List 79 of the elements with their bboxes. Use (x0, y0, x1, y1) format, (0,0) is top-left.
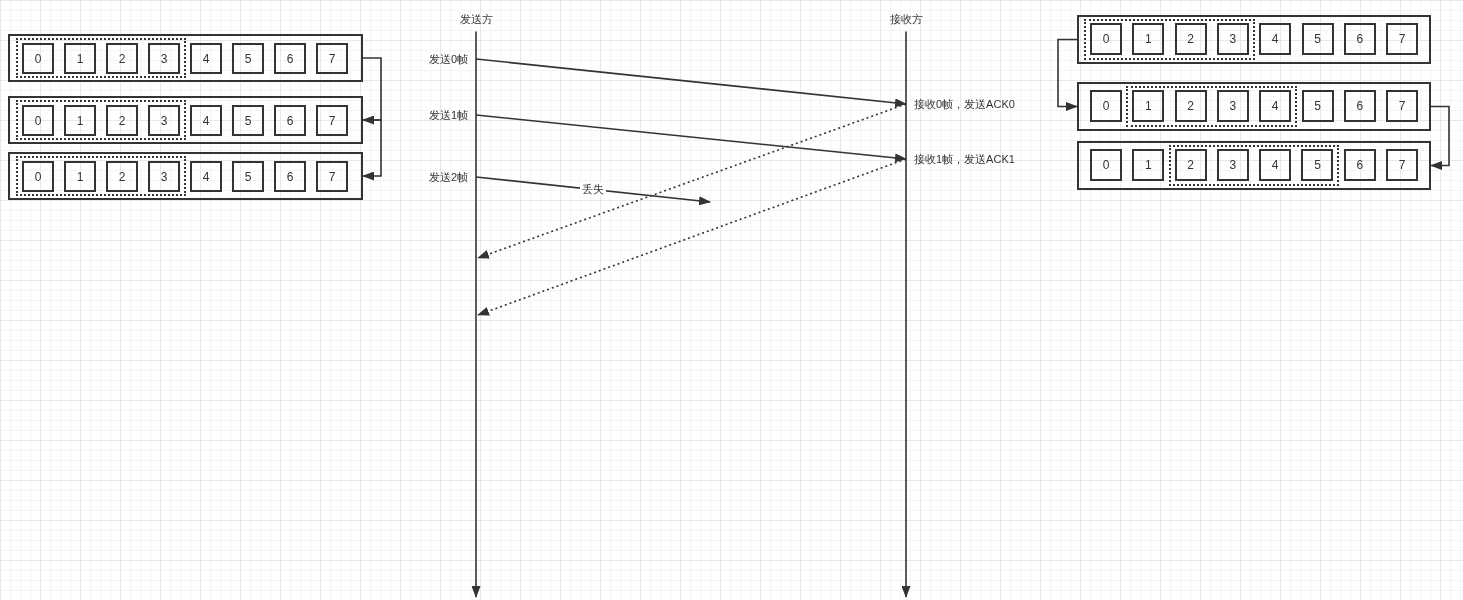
frame-number-cell: 1 (64, 43, 96, 74)
frame-number-cell: 0 (22, 43, 54, 74)
message-arrow (475, 114, 907, 163)
frame-number-cell: 3 (1216, 90, 1249, 122)
sliding-window-outline (1168, 145, 1340, 186)
frame-number-cell: 2 (1174, 23, 1207, 55)
frame-number-cell: 1 (1132, 90, 1165, 122)
frame-number-cell: 2 (106, 105, 138, 136)
frame-number-cell: 3 (1216, 23, 1249, 55)
frame-number-cell: 1 (1132, 149, 1165, 181)
frame-buffer-bar (8, 96, 363, 144)
message-arrow (475, 58, 907, 108)
frame-number-cell: 0 (22, 105, 54, 136)
frame-number-cell: 5 (232, 43, 264, 74)
sliding-window-outline (1084, 19, 1255, 60)
frame-buffer-bar (1077, 82, 1431, 131)
frame-number-cell: 6 (1343, 149, 1376, 181)
frame-number-cell: 2 (106, 161, 138, 192)
frame-number-cell: 3 (148, 161, 180, 192)
frame-number-cell: 2 (1174, 90, 1207, 122)
frame-number-cell: 2 (106, 43, 138, 74)
connector-arrow (1430, 105, 1450, 170)
frame-number-cell: 3 (148, 105, 180, 136)
connector-arrow (362, 57, 382, 125)
frame-number-cell: 6 (274, 161, 306, 192)
frame-number-cell: 7 (1386, 149, 1419, 181)
frame-number-cell: 4 (1259, 90, 1292, 122)
frame-number-cell: 7 (1386, 23, 1419, 55)
send-event-label: 发送2帧 (429, 170, 469, 184)
send-event-label: 发送1帧 (429, 108, 469, 122)
frame-number-cell: 6 (1343, 90, 1376, 122)
frame-number-cell: 6 (274, 43, 306, 74)
frame-number-cell: 5 (1301, 90, 1334, 122)
edge-label: 丢失 (580, 183, 607, 196)
lifeline-heading: 发送方 (459, 12, 493, 26)
frame-buffer-bar (8, 152, 363, 200)
lifeline-heading: 接收方 (889, 12, 923, 26)
frame-number-cell: 3 (1216, 149, 1249, 181)
frame-number-cell: 1 (64, 161, 96, 192)
frame-number-cell: 4 (190, 161, 222, 192)
frame-number-cell: 1 (1132, 23, 1165, 55)
frame-number-cell: 0 (1090, 90, 1122, 122)
frame-number-cell: 6 (274, 105, 306, 136)
send-event-label: 发送0帧 (429, 52, 469, 66)
frame-number-cell: 5 (232, 161, 264, 192)
frame-number-cell: 7 (1386, 90, 1419, 122)
frame-number-cell: 2 (1174, 149, 1207, 181)
frame-number-cell: 4 (1259, 23, 1292, 55)
frame-number-cell: 3 (148, 43, 180, 74)
frame-buffer-bar (1077, 15, 1431, 64)
frame-number-cell: 7 (316, 43, 348, 74)
lifeline-arrow (471, 30, 481, 598)
frame-number-cell: 7 (316, 161, 348, 192)
frame-buffer-bar (8, 34, 363, 82)
sliding-window-outline (16, 156, 186, 196)
sliding-window-outline (16, 100, 186, 140)
sliding-window-outline (1126, 86, 1298, 127)
lifeline-arrow (901, 30, 911, 598)
connector-arrow (1057, 38, 1078, 111)
frame-number-cell: 4 (1259, 149, 1292, 181)
message-arrow (477, 158, 907, 316)
frame-number-cell: 4 (190, 105, 222, 136)
frame-number-cell: 7 (316, 105, 348, 136)
frame-number-cell: 1 (64, 105, 96, 136)
frame-buffer-bar (1077, 141, 1431, 190)
frame-number-cell: 6 (1343, 23, 1376, 55)
frame-number-cell: 5 (1301, 23, 1334, 55)
frame-number-cell: 0 (1090, 149, 1122, 181)
message-arrow (477, 103, 907, 259)
message-arrow (475, 176, 711, 206)
receive-event-label: 接收1帧，发送ACK1 (914, 152, 1015, 166)
frame-number-cell: 0 (1090, 23, 1122, 55)
frame-number-cell: 5 (1301, 149, 1334, 181)
sliding-window-outline (16, 38, 186, 78)
frame-number-cell: 0 (22, 161, 54, 192)
frame-number-cell: 4 (190, 43, 222, 74)
receive-event-label: 接收0帧，发送ACK0 (914, 97, 1015, 111)
connector-arrow (362, 119, 382, 181)
frame-number-cell: 5 (232, 105, 264, 136)
